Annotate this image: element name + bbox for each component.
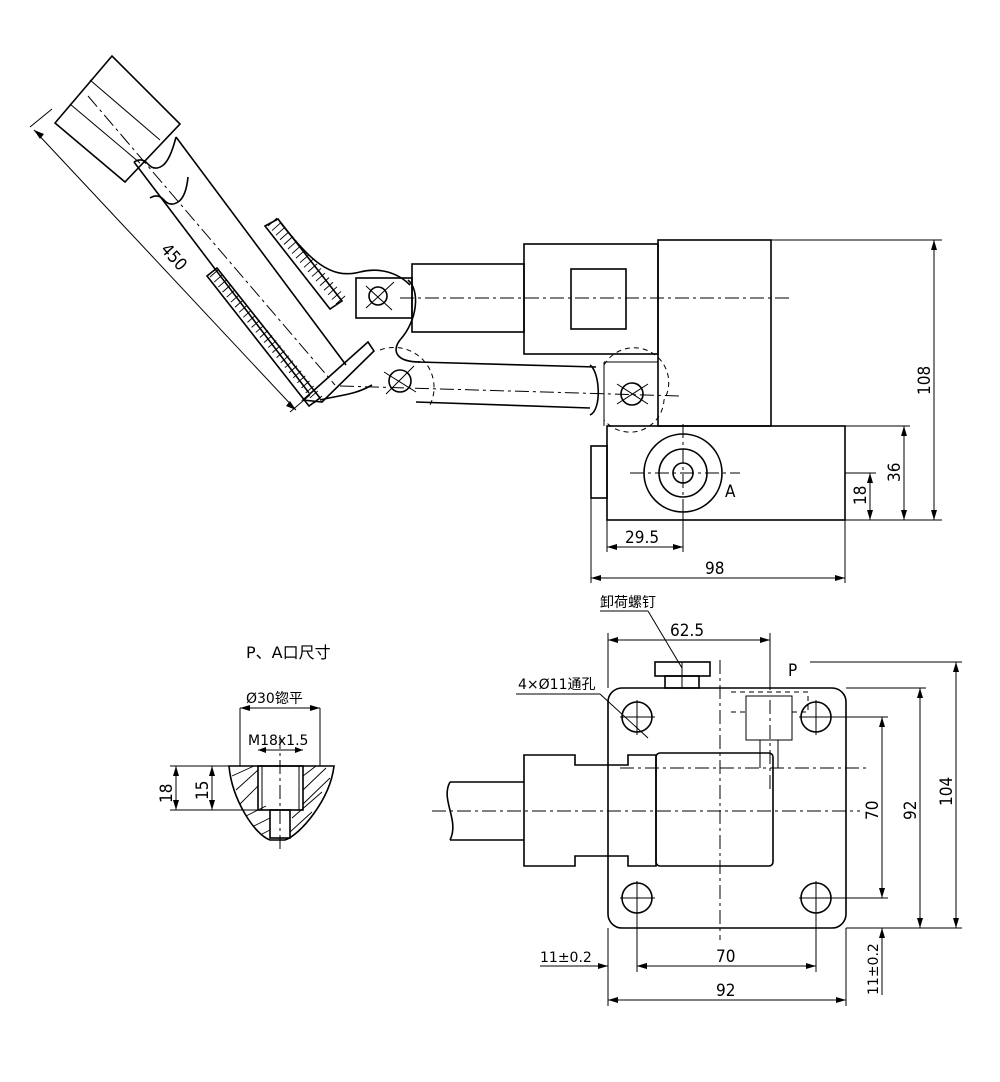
port-a-label: A	[725, 482, 736, 502]
dim-29-5: 29.5	[606, 512, 684, 552]
spotface-text: Ø30锪平	[246, 691, 303, 707]
dim-450-text: 450	[156, 240, 190, 275]
margin-left-text: 11±0.2	[540, 950, 592, 966]
dim-70-v-text: 70	[863, 801, 883, 820]
port-p-label: P	[788, 661, 797, 681]
dim-18: 18	[845, 472, 876, 520]
margin-bottom-text: 11±0.2	[866, 943, 882, 995]
dim-108: 108	[771, 239, 942, 521]
lever-linkage	[339, 277, 681, 433]
dim-92-v: 92	[846, 687, 926, 929]
dim-36-text: 36	[885, 463, 905, 482]
dim-62-5-text: 62.5	[670, 621, 704, 641]
depth-15-text: 15	[193, 781, 213, 800]
valve-body-top: A	[400, 239, 846, 525]
dim-104-text: 104	[937, 777, 957, 806]
relief-screw-callout: 卸荷螺钉	[600, 595, 683, 669]
dim-92-h-text: 92	[716, 981, 735, 1001]
holes-callout: 4×Ø11通孔	[516, 677, 649, 739]
port-detail: P、A口尺寸 Ø30锪平 M18x1.5 18 15	[157, 643, 335, 852]
dim-108-text: 108	[915, 366, 935, 395]
dim-92-v-text: 92	[901, 801, 921, 820]
dim-98-text: 98	[705, 559, 724, 579]
relief-screw-text: 卸荷螺钉	[600, 595, 656, 611]
dim-11-left: 11±0.2	[540, 912, 647, 1006]
port-detail-title: P、A口尺寸	[246, 643, 331, 662]
depth-18-text: 18	[157, 784, 177, 803]
front-view: P	[432, 660, 870, 940]
dim-92-h: 92	[608, 928, 847, 1006]
dim-18-text: 18	[851, 486, 871, 505]
lever-socket	[205, 217, 411, 408]
dim-70-h-text: 70	[716, 947, 735, 967]
dim-62-5: 62.5	[607, 621, 771, 690]
dim-29-5-text: 29.5	[625, 528, 659, 548]
dim-98: 98	[590, 498, 846, 583]
dim-70-v: 70	[832, 716, 888, 899]
dim-104: 104	[810, 661, 962, 929]
lever-handle	[53, 54, 376, 403]
dim-36: 36	[845, 425, 910, 520]
dim-11-bottom: 11±0.2	[830, 897, 888, 995]
thread-text: M18x1.5	[248, 733, 308, 749]
dim-70-h: 70	[637, 912, 817, 972]
holes-text: 4×Ø11通孔	[518, 677, 595, 693]
